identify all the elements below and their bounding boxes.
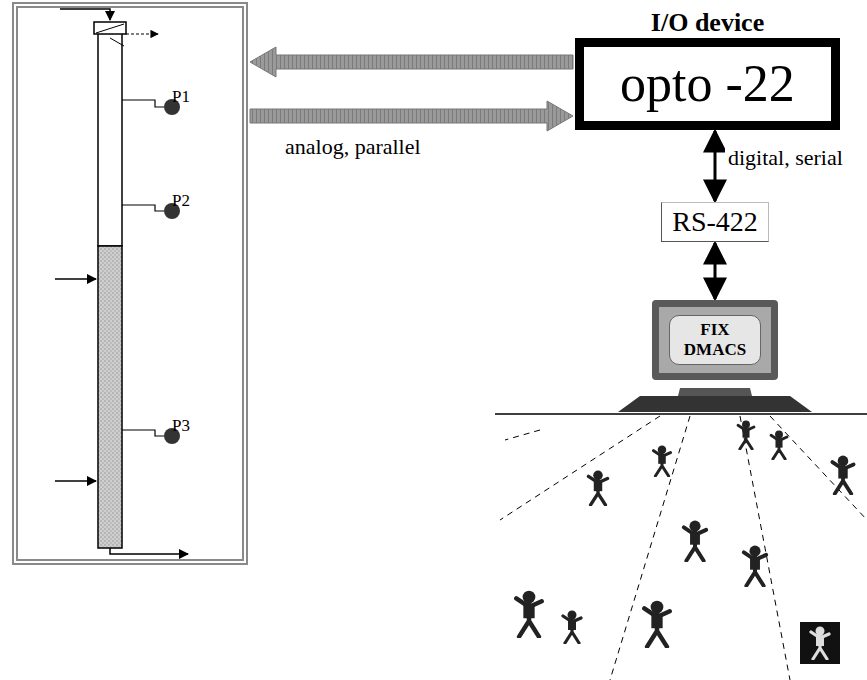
node-label: RS-422 — [672, 206, 758, 237]
device-heading: I/O device — [651, 9, 764, 37]
sensor-label: P2 — [172, 191, 190, 211]
edge-label: digital, serial — [725, 145, 846, 171]
signal-arrow — [250, 47, 573, 77]
serial-link — [714, 243, 717, 299]
node-label: FIX DMACS — [669, 315, 761, 365]
monitor-box: FIX DMACS — [652, 300, 778, 380]
crowd-scene — [495, 388, 867, 680]
rs422-box: RS-422 — [661, 202, 769, 242]
node-label: opto -22 — [610, 54, 805, 114]
sensor-label: P3 — [172, 416, 190, 436]
column-drawing — [55, 9, 188, 554]
edge-label: analog, parallel — [282, 134, 424, 160]
serial-link — [713, 131, 716, 201]
sensor-label: P1 — [172, 87, 190, 107]
signal-arrow — [250, 101, 573, 131]
apparatus-panel: P1P2P3 — [12, 2, 248, 565]
io-device-box: I/O deviceopto -22 — [575, 38, 840, 130]
